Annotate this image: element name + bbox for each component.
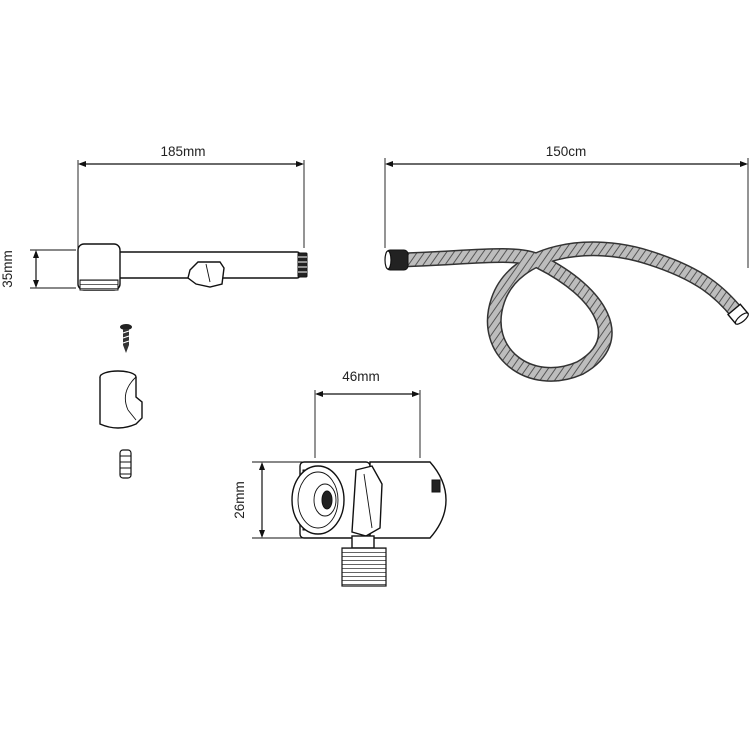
- spray-head: [77, 243, 308, 291]
- wall-plug-icon: [119, 449, 132, 479]
- dimension-spray-length: 185mm: [77, 144, 305, 248]
- hose-length-label: 150cm: [546, 144, 587, 159]
- hose-end-right: [727, 303, 749, 325]
- dimension-valve-height: 26mm: [232, 461, 305, 539]
- screw-icon: [120, 324, 132, 353]
- hose-group: 150cm: [384, 144, 749, 382]
- flexible-hose: [384, 241, 749, 382]
- holder-bracket: [99, 370, 143, 429]
- t-valve: [291, 461, 447, 587]
- dimension-spray-height: 35mm: [0, 249, 76, 289]
- valve-length-label: 46mm: [342, 369, 380, 384]
- valve-height-label: 26mm: [232, 481, 247, 519]
- spray-length-label: 185mm: [160, 144, 205, 159]
- spray-height-label: 35mm: [0, 250, 15, 288]
- dimension-hose-length: 150cm: [384, 144, 749, 268]
- spray-head-group: 185mm 35mm: [0, 144, 308, 479]
- dimension-valve-length: 46mm: [314, 369, 421, 458]
- valve-group: 46mm 26mm: [232, 369, 447, 587]
